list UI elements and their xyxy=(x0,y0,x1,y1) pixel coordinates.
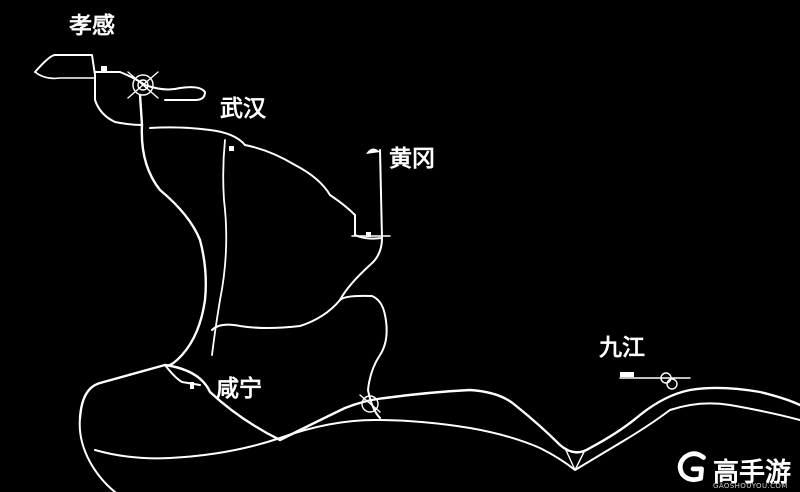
city-label-xianning: 咸宁 xyxy=(216,376,262,402)
road-south-highway xyxy=(78,363,800,454)
city-label-wuhan: 武汉 xyxy=(220,96,266,122)
road-southwest xyxy=(78,417,116,492)
interchange-jiujiang xyxy=(619,372,691,390)
marker-huanggang-pin xyxy=(366,148,380,154)
road-wuhan-north xyxy=(149,126,246,146)
marker-xiaogan xyxy=(101,66,107,71)
marker-huanggang xyxy=(366,232,371,237)
marker-wuhan xyxy=(229,146,234,151)
brand-name: 高手游 xyxy=(713,458,792,488)
road-west-corridor xyxy=(138,93,208,367)
interchange-south xyxy=(564,447,586,471)
road-south-coast xyxy=(94,402,800,471)
interchange-xiaogan xyxy=(127,71,159,99)
city-label-xiaogan: 孝感 xyxy=(69,13,115,39)
road-xiaogan-loop xyxy=(34,54,143,126)
road-huanggang-north xyxy=(379,149,383,239)
city-label-huanggang: 黄冈 xyxy=(389,146,435,172)
road-xianning-spur xyxy=(164,364,201,386)
marker-jiujiang xyxy=(620,372,634,377)
road-xiaogan-west xyxy=(34,71,96,80)
road-xiaogan-east xyxy=(94,71,206,101)
brand-watermark: 高手游 GAOSHOUYOU.COM xyxy=(675,448,800,492)
road-west-inner xyxy=(211,139,228,356)
g-swoosh-logo-icon xyxy=(677,451,706,483)
city-label-jiujiang: 九江 xyxy=(599,335,645,361)
brand-domain: GAOSHOUYOU.COM xyxy=(713,482,788,490)
interchange-river xyxy=(359,394,381,413)
road-central-east xyxy=(211,144,383,331)
road-riverside xyxy=(339,294,388,419)
marker-xianning xyxy=(190,382,194,389)
